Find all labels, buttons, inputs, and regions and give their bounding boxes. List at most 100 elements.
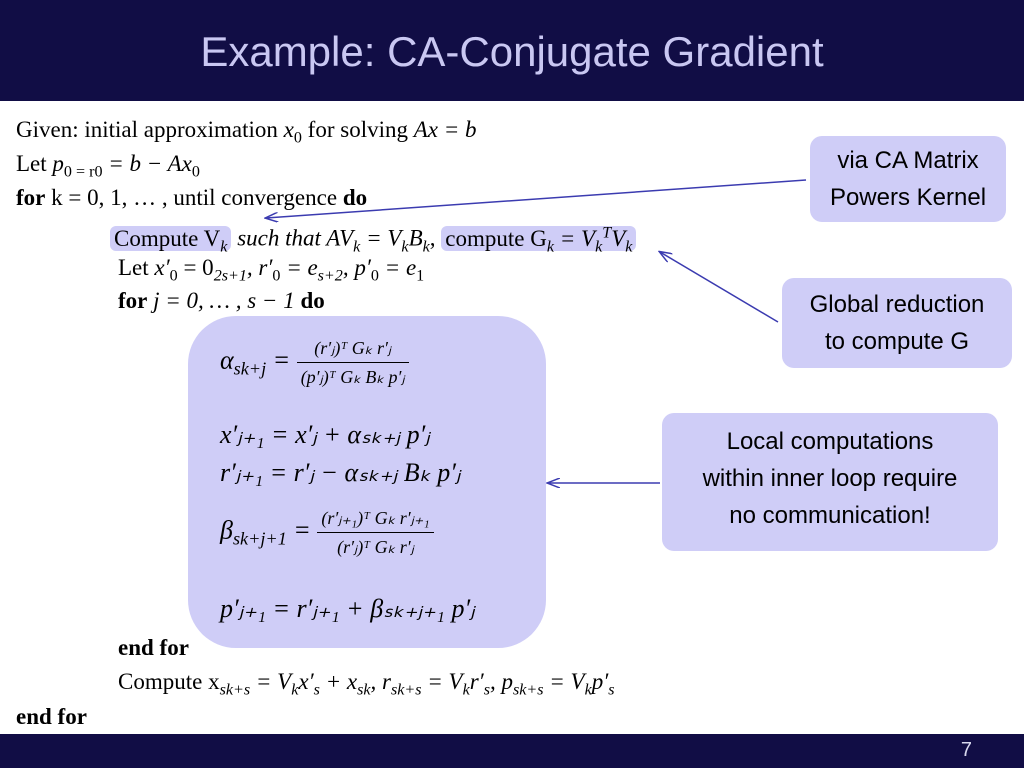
cf-a-sub: k [291, 681, 299, 699]
let2-e-sub: s+2 [317, 267, 343, 285]
callout-matrix-line2: Powers Kernel [829, 184, 987, 211]
let2-p-sub: 0 [370, 267, 379, 285]
let2-p: , p′ [342, 255, 371, 280]
t-sup: T [602, 224, 612, 241]
beta-lhs: β [220, 515, 233, 545]
compute-g-text: compute G [445, 225, 547, 251]
inner-for-line: for j = 0, … , s − 1 do [118, 286, 325, 316]
k-sub-3: k [401, 238, 409, 256]
cf-d-sub: sk+s [390, 681, 422, 699]
cf-h: = V [543, 669, 585, 694]
for-keyword: for [16, 185, 46, 210]
given-var-sub: 0 [293, 129, 302, 147]
let2-label: Let [118, 255, 155, 280]
let2-e: = e [280, 255, 318, 280]
let2-x: x′ [154, 255, 170, 280]
arrow-matrix-powers [266, 179, 807, 218]
for-line: for k = 0, 1, … , until convergence do [16, 183, 367, 213]
alpha-sub: sk+j [233, 358, 267, 379]
k-sub-4: k [422, 238, 430, 256]
beta-equation: βsk+j+1 = (r′ⱼ₊₁)ᵀ Gₖ r′ⱼ₊₁(r′ⱼ)ᵀ Gₖ r′ⱼ [220, 506, 434, 559]
arrow-global-reduction [660, 252, 779, 323]
comma: , [429, 225, 436, 251]
beta-numerator: (r′ⱼ₊₁)ᵀ Gₖ r′ⱼ₊₁ [317, 506, 434, 533]
cf-b-sub: s [313, 681, 320, 699]
for-text: k = 0, 1, … , until convergence [45, 185, 343, 210]
cf-b: x′ [298, 669, 314, 694]
callout-local-line3: no communication! [729, 502, 931, 529]
compute-g-highlight: compute Gk = VkTVk [441, 224, 637, 255]
given-var: x [283, 117, 294, 142]
inner-loop-box [188, 316, 546, 648]
callout-global-line1: Global reduction [809, 291, 985, 318]
callout-local-line1: Local computations [726, 428, 934, 455]
r-update: r′ⱼ₊₁ = r′ⱼ − αₛₖ₊ⱼ Bₖ p′ⱼ [220, 458, 461, 487]
callout-matrix-line1: via CA Matrix [837, 147, 979, 174]
cf-c: + x [319, 669, 358, 694]
callout-global-line2: to compute G [824, 328, 970, 355]
p-update: p′ⱼ₊₁ = r′ⱼ₊₁ + βₛₖ₊ⱼ₊₁ p′ⱼ [220, 594, 475, 623]
cf-e: = V [421, 669, 463, 694]
cf-e-sub: k [462, 681, 470, 699]
alpha-fraction: (r′ⱼ)ᵀ Gₖ r′ⱼ (p′ⱼ)ᵀ Gₖ Bₖ p′ⱼ [296, 336, 409, 389]
let2-zero-sub: 2s+1 [213, 267, 247, 285]
eq-g: = V [554, 225, 596, 251]
cf-i-sub: s [608, 681, 615, 699]
end-for-outer: end for [16, 704, 87, 729]
slide-title: Example: CA-Conjugate Gradient [200, 28, 824, 75]
inner-do-keyword: do [300, 288, 325, 313]
let-label: Let [16, 151, 53, 176]
cf-a: = V [250, 669, 292, 694]
cf-d: , r [370, 669, 391, 694]
compute-v-text: Compute V [114, 225, 221, 251]
compute-v-highlight: Compute Vk [110, 225, 232, 255]
let-p: p [52, 151, 64, 176]
vb-b: B [408, 225, 423, 251]
let2-x-sub: 0 [169, 267, 178, 285]
k-sub-7: k [625, 238, 633, 256]
inner-for-keyword: for [118, 288, 148, 313]
cf-i: p′ [591, 669, 609, 694]
cf-sub1: sk+s [219, 681, 251, 699]
inner-for-text: j = 0, … , s − 1 [147, 288, 301, 313]
callout-matrix-powers: via CA Matrix Powers Kernel [810, 136, 1006, 222]
callout-local-line2: within inner loop require [702, 465, 958, 492]
beta-sub: sk+j+1 [232, 528, 287, 549]
let2-e1: = e [378, 255, 417, 280]
title-bar: Example: CA-Conjugate Gradient [0, 0, 1024, 101]
such-that-text: such that AV [231, 225, 354, 251]
page-number: 7 [960, 739, 972, 761]
alpha-lhs: α [220, 345, 234, 375]
cf-g-sub: sk+s [512, 681, 544, 699]
let-sub2: 0 [94, 163, 103, 181]
k-sub-5: k [546, 238, 554, 256]
callout-global-reduction: Global reduction to compute G [782, 278, 1012, 368]
compute-v-line: Compute Vk such that AVk = VkBk, compute… [110, 218, 637, 262]
k-sub-6: k [595, 238, 603, 256]
k-sub-2: k [353, 238, 361, 256]
cf-f-sub: s [483, 681, 490, 699]
let-sub3: 0 [191, 163, 200, 181]
alpha-numerator: (r′ⱼ)ᵀ Gₖ r′ⱼ [296, 336, 409, 363]
end-for-inner: end for [118, 635, 189, 660]
alpha-denominator: (p′ⱼ)ᵀ Gₖ Bₖ p′ⱼ [300, 367, 405, 387]
let2-r-sub: 0 [272, 267, 281, 285]
cf-h-sub: k [584, 681, 592, 699]
let2-e1-sub: 1 [416, 267, 425, 285]
let-end: = b − Ax [102, 151, 192, 176]
cf-f: r′ [469, 669, 484, 694]
alpha-equation: αsk+j = (r′ⱼ)ᵀ Gₖ r′ⱼ(p′ⱼ)ᵀ Gₖ Bₖ p′ⱼ [220, 336, 409, 389]
cf-g: , p [489, 669, 513, 694]
let2-zero: = 0 [177, 255, 214, 280]
k-sub-1: k [220, 238, 228, 256]
eq-vb: = V [360, 225, 402, 251]
compute-final-line: Compute xsk+s = Vkx′s + xsk, rsk+s = Vkr… [118, 667, 615, 706]
given-mid: for solving [301, 117, 414, 142]
given-line: Given: initial approximation x0 for solv… [16, 115, 477, 154]
given-label: Given: initial approximation [16, 117, 284, 142]
callout-local-computations: Local computations within inner loop req… [662, 413, 998, 551]
cf-c-sub: sk [357, 681, 371, 699]
v-end: V [611, 225, 626, 251]
do-keyword: do [342, 185, 368, 210]
